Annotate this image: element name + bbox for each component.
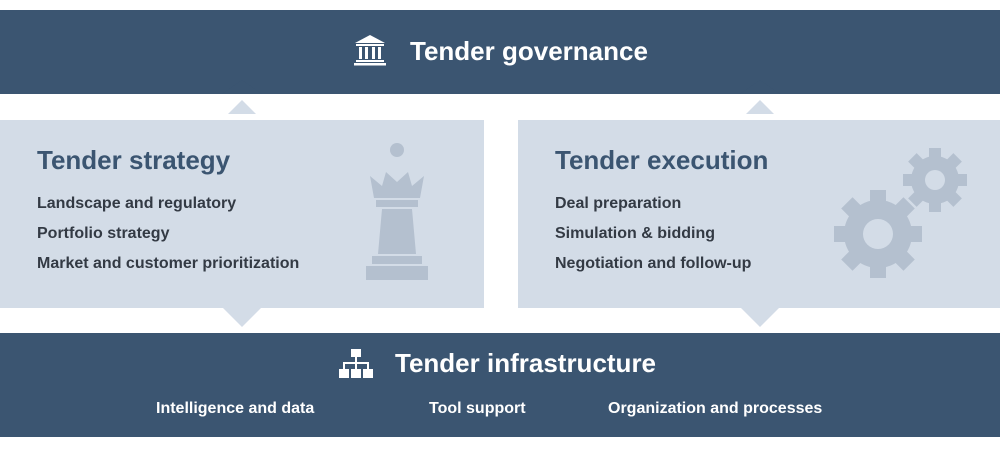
execution-item: Deal preparation: [555, 195, 682, 212]
org-chart-icon: [339, 349, 373, 378]
execution-title: Tender execution: [555, 145, 769, 175]
strategy-item: Market and customer prioritization: [37, 255, 300, 272]
strategy-panel: Tender strategy Landscape and regulatory…: [0, 120, 484, 308]
governance-title: Tender governance: [410, 36, 648, 66]
infrastructure-title: Tender infrastructure: [395, 348, 657, 378]
execution-item: Negotiation and follow-up: [555, 255, 752, 272]
gears-icon: [834, 148, 967, 278]
strategy-item: Portfolio strategy: [37, 225, 170, 242]
strategy-item: Landscape and regulatory: [37, 195, 237, 212]
governance-band: Tender governance: [0, 10, 1000, 94]
infrastructure-band: Tender infrastructure Intelligence and d…: [0, 333, 1000, 437]
chess-queen-icon: [366, 143, 428, 280]
strategy-title: Tender strategy: [37, 145, 231, 175]
building-columns-icon: [354, 35, 386, 66]
execution-item: Simulation & bidding: [555, 225, 715, 242]
execution-panel: Tender execution Deal preparation Simula…: [518, 120, 1000, 308]
governance-arrow-right: [740, 80, 780, 114]
infrastructure-item: Tool support: [429, 400, 526, 417]
governance-arrow-left: [222, 80, 262, 114]
execution-list: Deal preparation Simulation & bidding Ne…: [555, 193, 751, 283]
strategy-list: Landscape and regulatory Portfolio strat…: [37, 193, 299, 283]
infrastructure-item: Organization and processes: [608, 400, 823, 417]
infrastructure-item: Intelligence and data: [156, 400, 315, 417]
